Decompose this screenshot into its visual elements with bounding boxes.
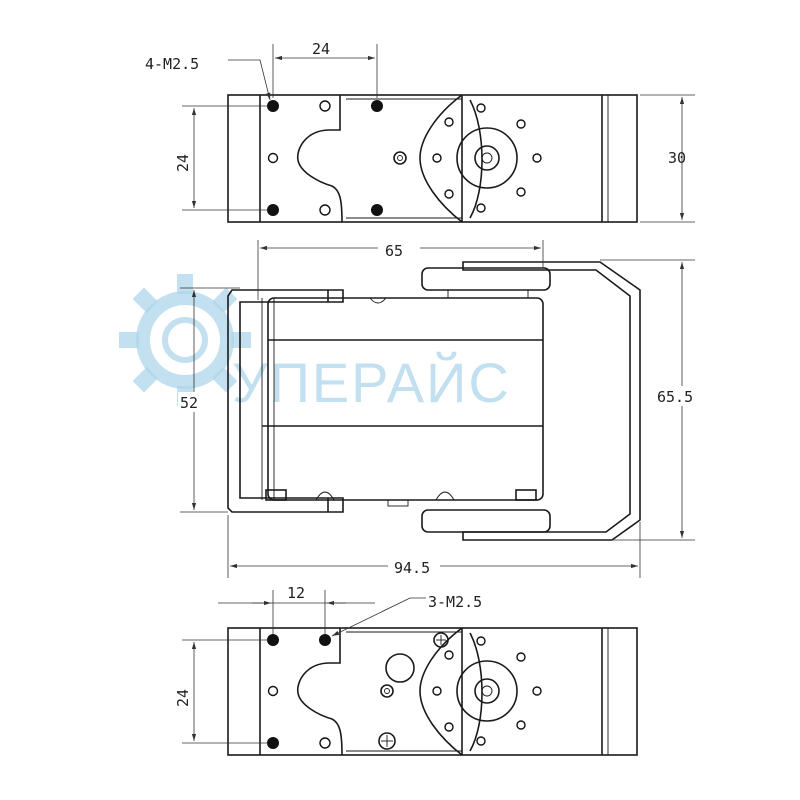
watermark-text: УПЕРАЙС xyxy=(232,351,511,414)
side-height-left-label: 52 xyxy=(180,394,198,412)
side-view: 65 52 65.5 94.5 xyxy=(178,238,701,578)
watermark: УПЕРАЙС xyxy=(119,274,511,414)
screw-icon xyxy=(378,732,396,750)
bottom-mounting-holes xyxy=(267,634,542,749)
top-holes-label: 4-M2.5 xyxy=(145,55,199,73)
side-width-label: 65 xyxy=(385,242,403,260)
bottom-hole-spacing-label: 12 xyxy=(287,584,305,602)
bottom-holes-label: 3-M2.5 xyxy=(428,593,482,611)
side-height-right-label: 65.5 xyxy=(657,388,693,406)
gear-logo-icon xyxy=(119,274,251,406)
bottom-view: 12 3-M2.5 24 xyxy=(174,584,638,756)
top-view-outline xyxy=(227,94,638,223)
side-total-width-label: 94.5 xyxy=(394,559,430,577)
top-height-left-label: 24 xyxy=(174,154,192,172)
top-mounting-holes xyxy=(267,100,542,216)
top-height-right-label: 30 xyxy=(668,149,686,167)
bottom-view-outline xyxy=(227,627,638,756)
bottom-height-left-label: 24 xyxy=(174,689,192,707)
top-hole-spacing-label: 24 xyxy=(312,40,330,58)
screw-icon xyxy=(433,632,449,648)
top-view: 24 4-M2.5 24 30 xyxy=(145,40,695,223)
